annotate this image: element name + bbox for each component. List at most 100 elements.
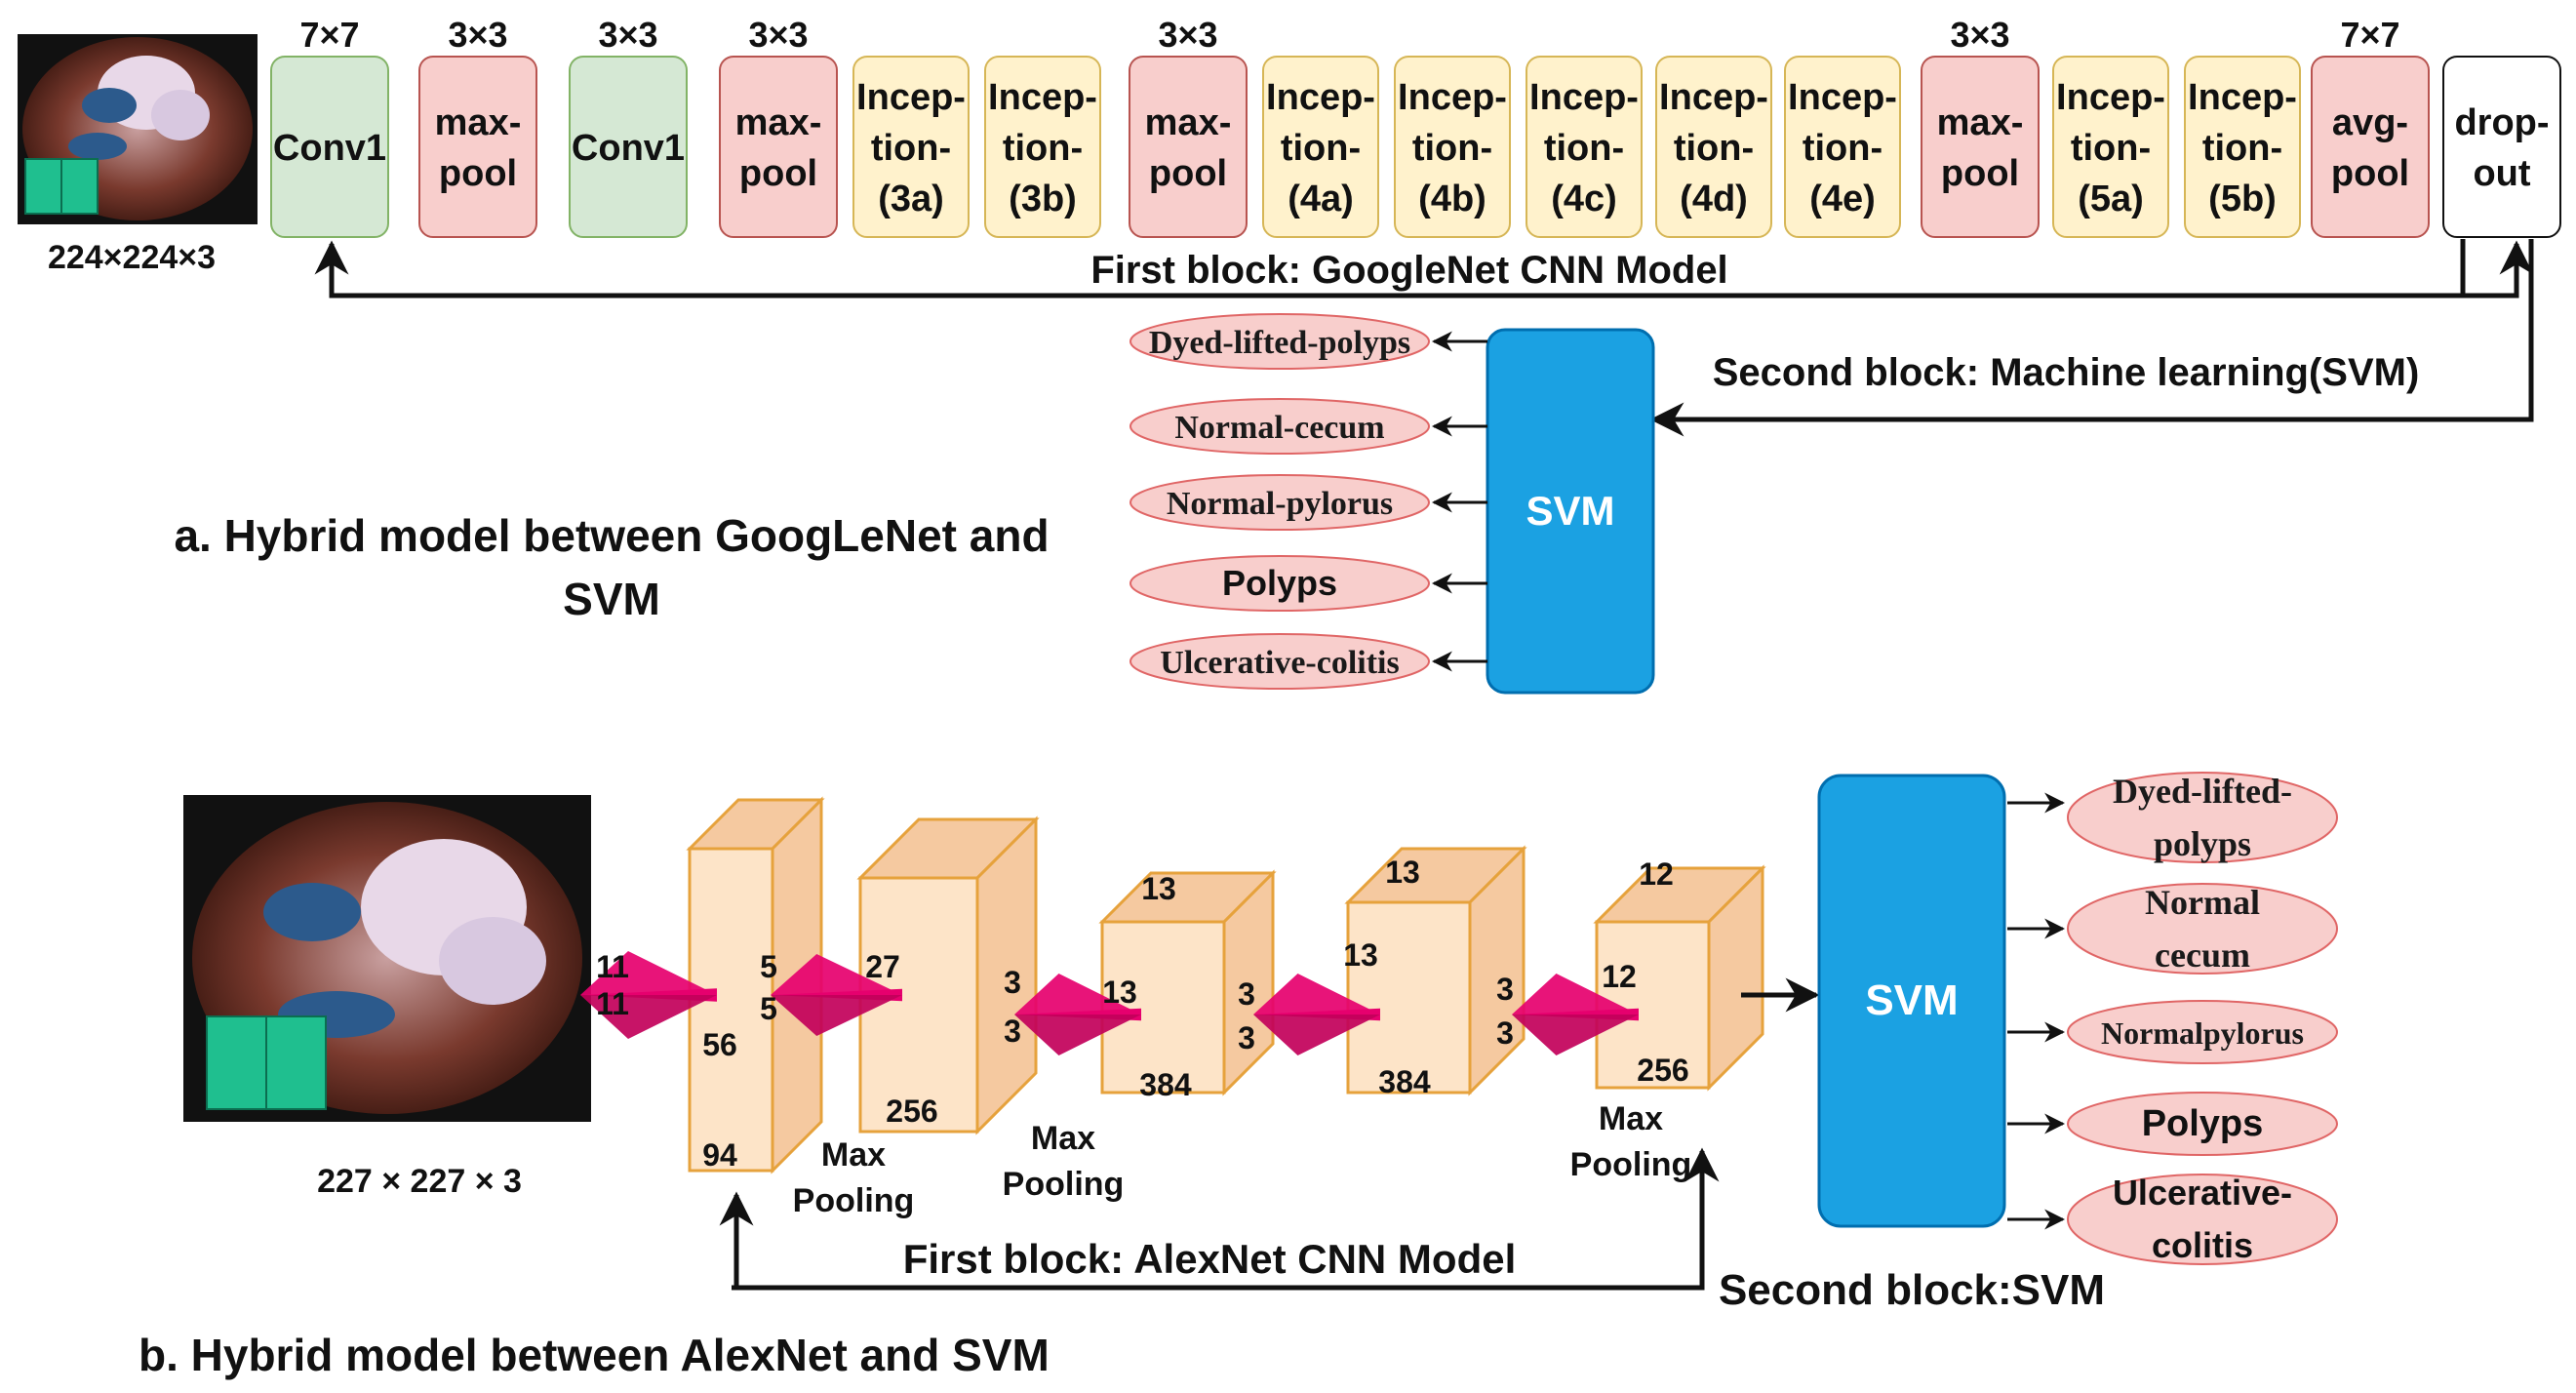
layer-label: avg- (2332, 102, 2408, 143)
kernel-size-label: 3×3 (448, 15, 507, 55)
layer-label: (4c) (1551, 179, 1617, 219)
layer-a-10: Incep-tion-(4d) (1655, 56, 1772, 238)
class-ellipse (2067, 883, 2338, 975)
kernel-size-label: 3×3 (598, 15, 657, 55)
svm-box-a (1486, 328, 1655, 695)
max-pooling-label: Pooling (793, 1182, 915, 1219)
layer-label: pool (2331, 153, 2409, 194)
input-size-b: 227 × 227 × 3 (317, 1163, 522, 1200)
kernel-shape (771, 954, 902, 995)
volume-dim-label: 12 (1639, 856, 1674, 892)
layer-label: tion- (2202, 128, 2282, 169)
caption-a-line-2: SVM (563, 574, 660, 624)
kernel-label: 5 (760, 949, 777, 984)
layer-label: (4e) (1809, 179, 1876, 219)
layer-label: max- (1145, 102, 1232, 143)
kernel-label: 3 (1004, 1014, 1021, 1049)
volume-dim-label: 256 (1637, 1053, 1688, 1088)
class-ellipse (1129, 555, 1430, 612)
max-pooling-label: Max (1599, 1100, 1663, 1137)
endoscopy-image-a (18, 34, 258, 224)
kernel-shape (1014, 1015, 1141, 1055)
class-b-0: Dyed-lifted-polyps (2007, 772, 2338, 863)
class-ellipse (2067, 1174, 2338, 1265)
layer-a-7: Incep-tion-(4a) (1262, 56, 1379, 238)
class-label: Dyed-lifted- (2113, 772, 2292, 811)
kernel-shape (1512, 974, 1639, 1015)
layer-a-4: Incep-tion- (3a) (852, 56, 970, 238)
layer-label: tion- (1674, 128, 1754, 169)
class-label: cecum (2155, 935, 2250, 975)
class-ellipse (2067, 772, 2338, 863)
layer-label: tion- (1544, 128, 1624, 169)
class-label: polyps (2154, 824, 2251, 863)
layer-label: Incep- (2188, 77, 2297, 118)
layer-label: max- (735, 102, 822, 143)
endoscopy-image-b (183, 795, 591, 1122)
layer-label: pool (739, 153, 817, 194)
layer-box (1655, 56, 1772, 238)
class-label: Normal-cecum (1174, 410, 1384, 446)
layer-box (270, 56, 389, 238)
class-label: Normal (2145, 883, 2260, 922)
svm-label-a: SVM (1526, 488, 1614, 534)
class-a-3: Polyps (1129, 555, 1487, 612)
layer-box (984, 56, 1101, 238)
class-label: Normal-pylorus (1167, 486, 1393, 522)
layer-box (2052, 56, 2169, 238)
kernel-shape (1014, 974, 1141, 1015)
volume-dim-label: 56 (702, 1027, 737, 1062)
kernel-size-label: 3×3 (748, 15, 808, 55)
part-b: 227 × 227 × 3 11115533333356942725613133… (139, 772, 2338, 1380)
volume-dim-label: 94 (702, 1137, 737, 1173)
layer-label: (3a) (878, 179, 944, 219)
layer-a-13: Incep-tion-(5a) (2052, 56, 2169, 238)
class-b-2: Normalpylorus (2007, 1000, 2338, 1064)
input-size-a: 224×224×3 (48, 239, 216, 276)
layer-label: Incep- (856, 77, 966, 118)
first-block-label-a: First block: GoogleNet CNN Model (1090, 249, 1727, 292)
layer-a-16: drop-out (2442, 56, 2561, 238)
class-b-3: Polyps (2007, 1092, 2338, 1156)
kernel-size-label: 3×3 (1950, 15, 2009, 55)
layer-box (1526, 56, 1643, 238)
class-label: Polyps (1222, 563, 1337, 603)
volume-dim-label: 384 (1139, 1067, 1192, 1102)
volume-dim-label: 256 (886, 1094, 937, 1129)
kernel-shape (580, 995, 717, 1039)
kernel-label: 5 (760, 991, 777, 1026)
feature-volume-1 (856, 816, 1040, 1135)
layer-label: (4b) (1418, 179, 1486, 219)
layer-label: tion- (1803, 128, 1882, 169)
volume-dim-label: 12 (1602, 959, 1637, 994)
feature-volume-3 (1344, 845, 1527, 1096)
kernel-2 (1014, 974, 1141, 1055)
layer-label: (4a) (1288, 179, 1354, 219)
layer-label: Incep- (1788, 77, 1897, 118)
feature-volume-4 (1593, 864, 1766, 1092)
kernel-3 (1253, 974, 1380, 1055)
layer-box (1394, 56, 1511, 238)
class-ellipse (2067, 1000, 2338, 1064)
layer-label: (5b) (2208, 179, 2277, 219)
layer-box (2311, 56, 2430, 238)
second-block-arrow-a (1649, 239, 2534, 437)
second-block-label-b: Second block:SVM (1719, 1266, 2105, 1314)
kernel-label: 3 (1496, 972, 1514, 1007)
layer-box (569, 56, 688, 238)
layer-label: max- (1937, 102, 2024, 143)
volume-dim-label: 384 (1378, 1064, 1431, 1099)
kernel-label: 11 (596, 949, 629, 984)
layer-box (418, 56, 537, 238)
kernel-shape (1253, 1015, 1380, 1055)
kernel-shape (580, 951, 717, 995)
kernel-4 (1512, 974, 1639, 1055)
first-block-arrow-a (314, 239, 2534, 298)
class-label: Normalpylorus (2101, 1015, 2304, 1051)
layer-label: Conv1 (273, 128, 386, 169)
layer-label: (3b) (1009, 179, 1077, 219)
layer-label: pool (1941, 153, 2019, 194)
layer-label: tion- (871, 128, 951, 169)
